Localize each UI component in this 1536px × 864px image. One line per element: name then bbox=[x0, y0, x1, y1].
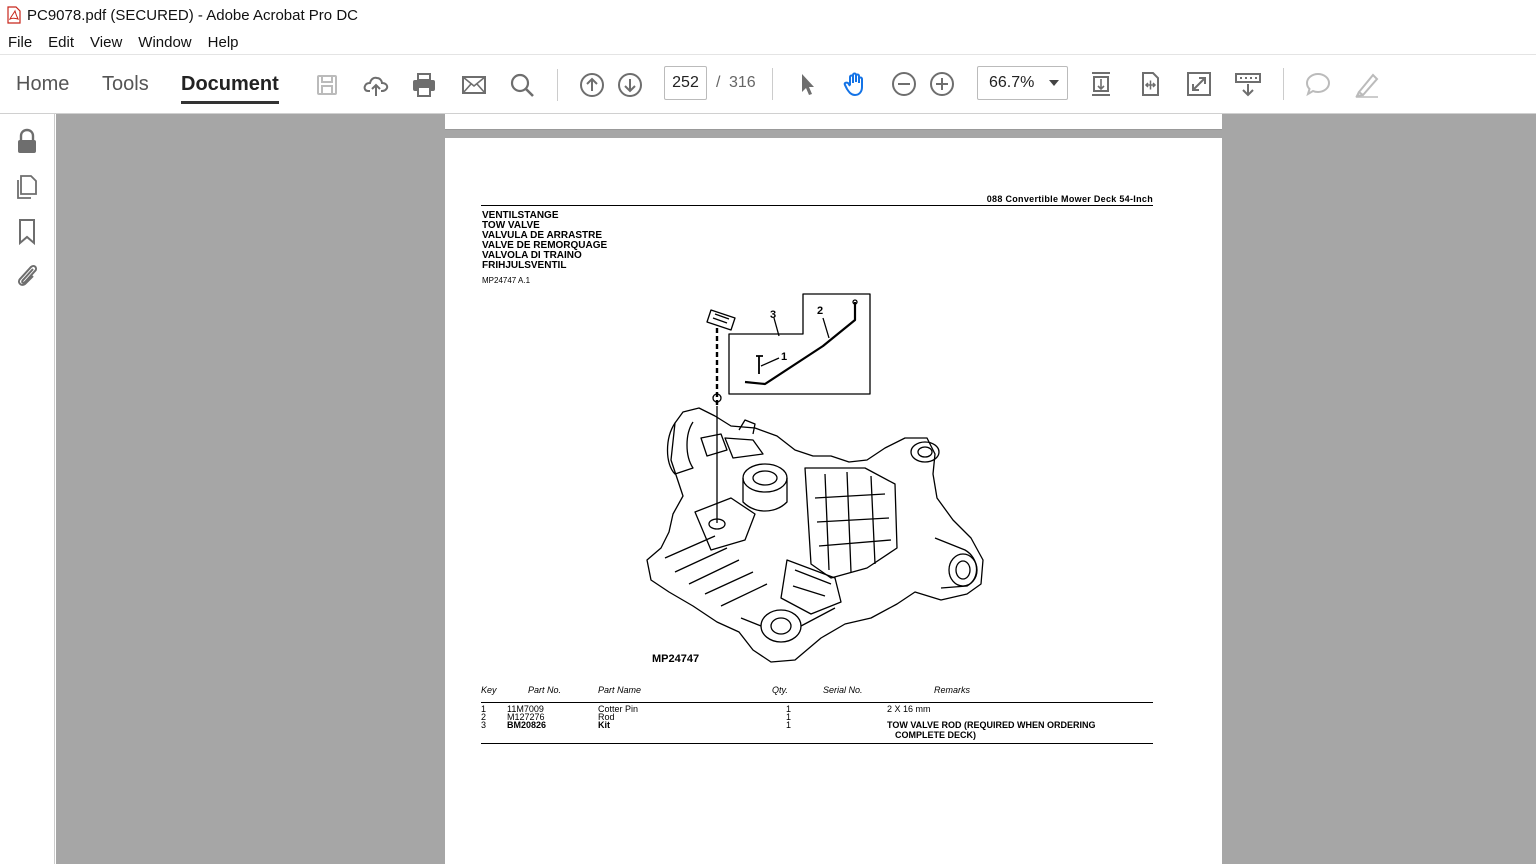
toolbar-separator bbox=[557, 69, 558, 101]
cell-part-no: 11M7009 bbox=[507, 704, 544, 714]
table-bottom-rule bbox=[481, 743, 1153, 744]
callout-3: 3 bbox=[770, 309, 776, 321]
save-icon[interactable] bbox=[310, 68, 344, 102]
toolbar-right-group bbox=[0, 54, 1536, 114]
inset-frame bbox=[728, 293, 871, 395]
page-fit-icon[interactable] bbox=[1084, 67, 1118, 101]
tab-document[interactable]: Document bbox=[181, 73, 279, 104]
document-viewport[interactable]: 088 Convertible Mower Deck 54-Inch VENTI… bbox=[56, 114, 1536, 864]
col-qty: Qty. bbox=[772, 685, 788, 695]
title-italian: VALVOLA DI TRAINO bbox=[482, 250, 582, 261]
menu-file[interactable]: File bbox=[8, 33, 33, 51]
previous-page-bottom bbox=[445, 114, 1222, 130]
page-header: 088 Convertible Mower Deck 54-Inch bbox=[481, 194, 1153, 206]
print-icon[interactable] bbox=[407, 68, 441, 102]
search-icon[interactable] bbox=[505, 68, 539, 102]
zoom-in-icon[interactable] bbox=[925, 67, 959, 101]
main-toolbar: Home Tools Document bbox=[0, 54, 1536, 114]
cell-qty: 1 bbox=[786, 720, 792, 730]
pdf-file-icon bbox=[6, 6, 22, 24]
cell-part-no: BM20826 bbox=[507, 720, 547, 730]
cell-qty: 1 bbox=[786, 704, 792, 714]
callout-2: 2 bbox=[817, 305, 823, 317]
title-english: TOW VALVE bbox=[482, 220, 540, 231]
cell-remarks-continuation: COMPLETE DECK) bbox=[895, 730, 976, 740]
page-total: 316 bbox=[729, 74, 756, 91]
rotate-icon[interactable] bbox=[1133, 67, 1167, 101]
col-serial-no: Serial No. bbox=[823, 685, 863, 695]
cell-part-no: M127276 bbox=[507, 712, 545, 722]
next-page-icon[interactable] bbox=[613, 68, 647, 102]
upload-icon[interactable] bbox=[359, 68, 393, 102]
bookmark-icon[interactable] bbox=[12, 216, 42, 246]
callout-1: 1 bbox=[781, 351, 787, 363]
zoom-select[interactable]: 66.7% bbox=[977, 66, 1068, 100]
zoom-out-icon[interactable] bbox=[887, 67, 921, 101]
table-header-row: Key Part No. Part Name Qty. Serial No. R… bbox=[481, 683, 1153, 703]
cell-key: 2 bbox=[481, 712, 487, 722]
pages-icon[interactable] bbox=[12, 172, 42, 202]
fullscreen-icon[interactable] bbox=[1182, 67, 1216, 101]
window-title: PC9078.pdf (SECURED) - Adobe Acrobat Pro… bbox=[27, 6, 358, 24]
cotter-pin-part bbox=[756, 355, 763, 374]
left-navigation-rail bbox=[0, 114, 55, 864]
part-titles: VENTILSTANGE TOW VALVE VALVULA DE ARRAST… bbox=[482, 211, 607, 271]
cell-part-name: Rod bbox=[598, 712, 615, 722]
menu-view[interactable]: View bbox=[90, 33, 123, 51]
prev-page-icon[interactable] bbox=[575, 68, 609, 102]
col-part-no: Part No. bbox=[528, 685, 562, 695]
rod-part bbox=[744, 302, 857, 386]
table-row: 2 M127276 Rod 1 bbox=[481, 712, 1153, 722]
page-separator: / bbox=[716, 74, 721, 91]
title-german: VENTILSTANGE bbox=[482, 210, 559, 221]
select-cursor-icon[interactable] bbox=[790, 67, 824, 101]
comment-icon[interactable] bbox=[1301, 67, 1335, 101]
figure-reference: MP24747 A.1 bbox=[482, 276, 531, 285]
hand-tool-icon[interactable] bbox=[838, 67, 872, 101]
cell-part-name: Cotter Pin bbox=[598, 704, 639, 714]
tab-home[interactable]: Home bbox=[16, 73, 70, 95]
tab-tools[interactable]: Tools bbox=[102, 73, 149, 95]
attachment-icon[interactable] bbox=[12, 260, 42, 290]
menu-window[interactable]: Window bbox=[138, 33, 192, 51]
table-row: 3 BM20826 Kit 1 TOW VALVE ROD (REQUIRED … bbox=[481, 720, 1153, 730]
title-swedish: FRIHJULSVENTIL bbox=[482, 260, 567, 271]
cell-remarks: TOW VALVE ROD (REQUIRED WHEN ORDERING bbox=[887, 720, 1096, 730]
table-row-continuation: COMPLETE DECK) bbox=[481, 729, 1153, 740]
pdf-page: 088 Convertible Mower Deck 54-Inch VENTI… bbox=[445, 138, 1222, 864]
parts-table: Key Part No. Part Name Qty. Serial No. R… bbox=[481, 683, 1153, 744]
figure-label: MP24747 bbox=[652, 653, 700, 665]
zoom-value: 66.7% bbox=[989, 74, 1035, 91]
cell-remarks: 2 X 16 mm bbox=[887, 704, 931, 714]
parts-illustration: 2 3 1 bbox=[646, 293, 984, 663]
email-icon[interactable] bbox=[457, 68, 491, 102]
title-french: VALVE DE REMORQUAGE bbox=[482, 240, 608, 251]
menu-edit[interactable]: Edit bbox=[48, 33, 75, 51]
lock-icon[interactable] bbox=[12, 126, 42, 156]
title-spanish: VALVULA DE ARRASTRE bbox=[482, 230, 602, 241]
col-key: Key bbox=[481, 685, 497, 695]
read-mode-icon[interactable] bbox=[1231, 67, 1265, 101]
cell-qty: 1 bbox=[786, 712, 792, 722]
cell-key: 3 bbox=[481, 720, 487, 730]
highlight-icon[interactable] bbox=[1350, 67, 1384, 101]
col-remarks: Remarks bbox=[934, 685, 971, 695]
menu-bar: File Edit View Window Help bbox=[0, 30, 1536, 54]
col-part-name: Part Name bbox=[598, 685, 642, 695]
cell-part-name: Kit bbox=[598, 720, 610, 730]
table-row: 1 11M7009 Cotter Pin 1 2 X 16 mm bbox=[481, 704, 1153, 714]
title-bar: PC9078.pdf (SECURED) - Adobe Acrobat Pro… bbox=[0, 0, 1536, 30]
cell-key: 1 bbox=[481, 704, 487, 714]
menu-help[interactable]: Help bbox=[207, 33, 239, 51]
page-number-input[interactable] bbox=[664, 66, 707, 100]
chevron-down-icon bbox=[1049, 80, 1059, 86]
